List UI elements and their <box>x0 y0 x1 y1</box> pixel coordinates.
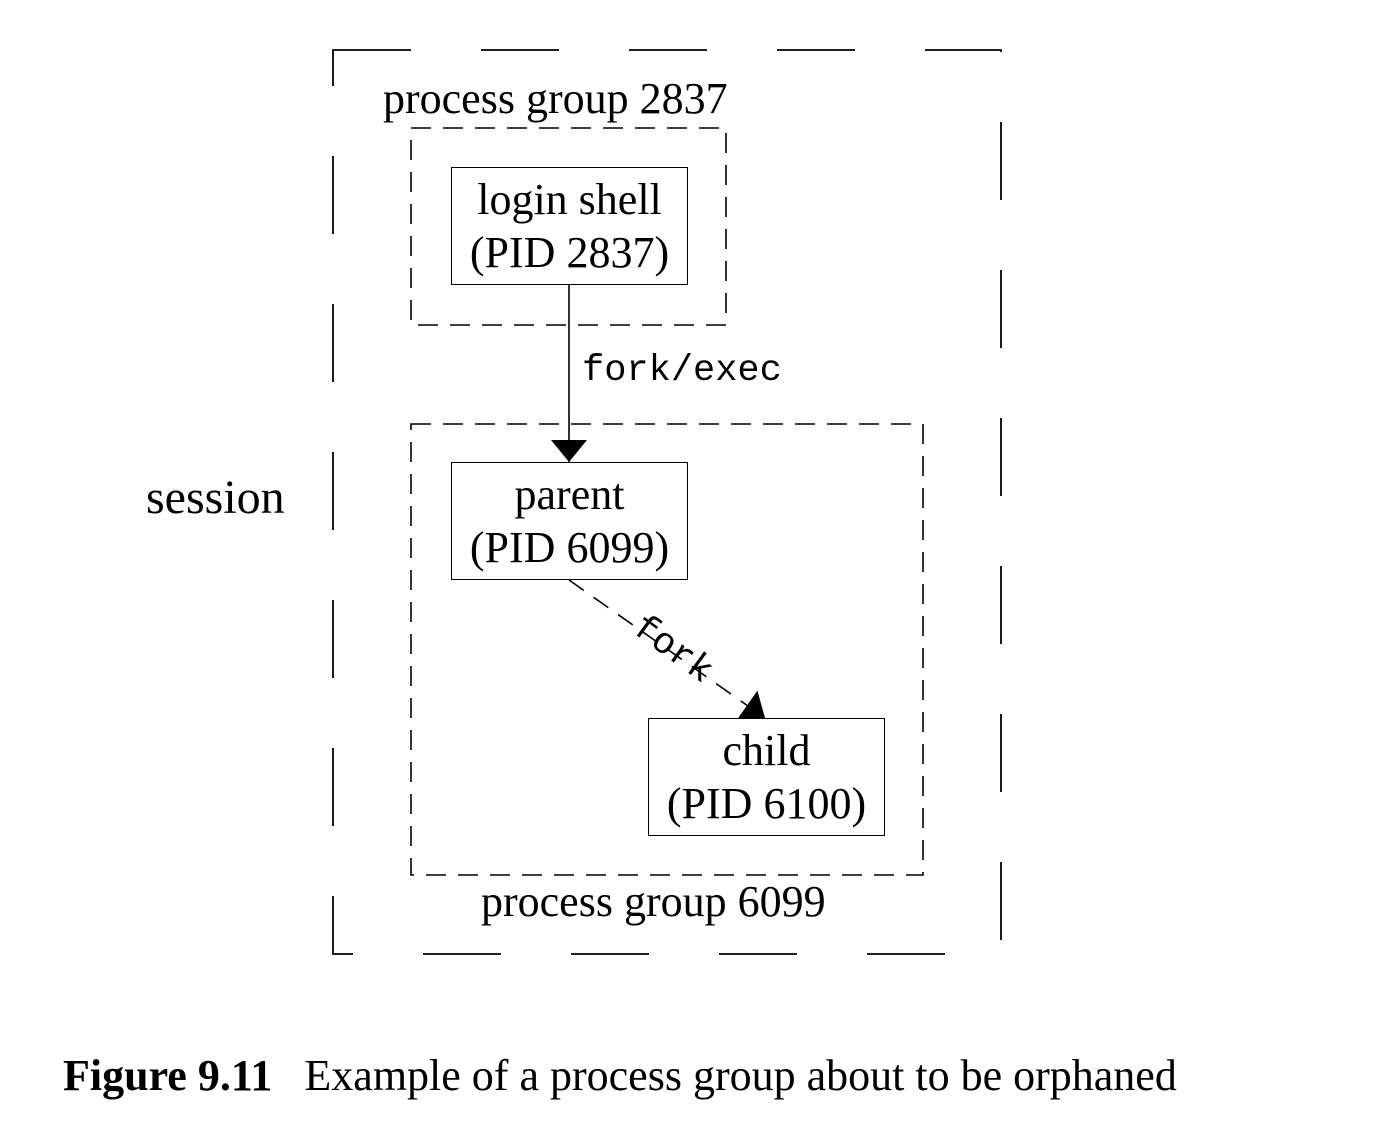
fork-exec-label: fork/exec <box>582 350 782 392</box>
process-pid: (PID 2837) <box>469 228 670 277</box>
process-box-parent: parent (PID 6099) <box>451 462 688 580</box>
figure-caption: Figure 9.11 Example of a process group ab… <box>63 1054 1177 1098</box>
process-name: parent <box>514 470 625 519</box>
process-group-2837-label: process group 2837 <box>383 74 728 123</box>
process-name: login shell <box>477 175 662 224</box>
process-group-6099-label: process group 6099 <box>481 877 826 926</box>
session-label: session <box>146 471 285 524</box>
process-pid: (PID 6099) <box>469 523 670 572</box>
session-boundary <box>332 49 1002 955</box>
process-group-6099-boundary <box>410 423 924 876</box>
fork-arrow <box>568 579 766 721</box>
process-box-login-shell: login shell (PID 2837) <box>451 167 688 285</box>
figure-caption-text: Example of a process group about to be o… <box>304 1051 1177 1100</box>
process-name: child <box>722 726 811 775</box>
figure-number: Figure 9.11 <box>63 1051 273 1100</box>
process-pid: (PID 6100) <box>666 779 867 828</box>
process-box-child: child (PID 6100) <box>648 718 885 836</box>
